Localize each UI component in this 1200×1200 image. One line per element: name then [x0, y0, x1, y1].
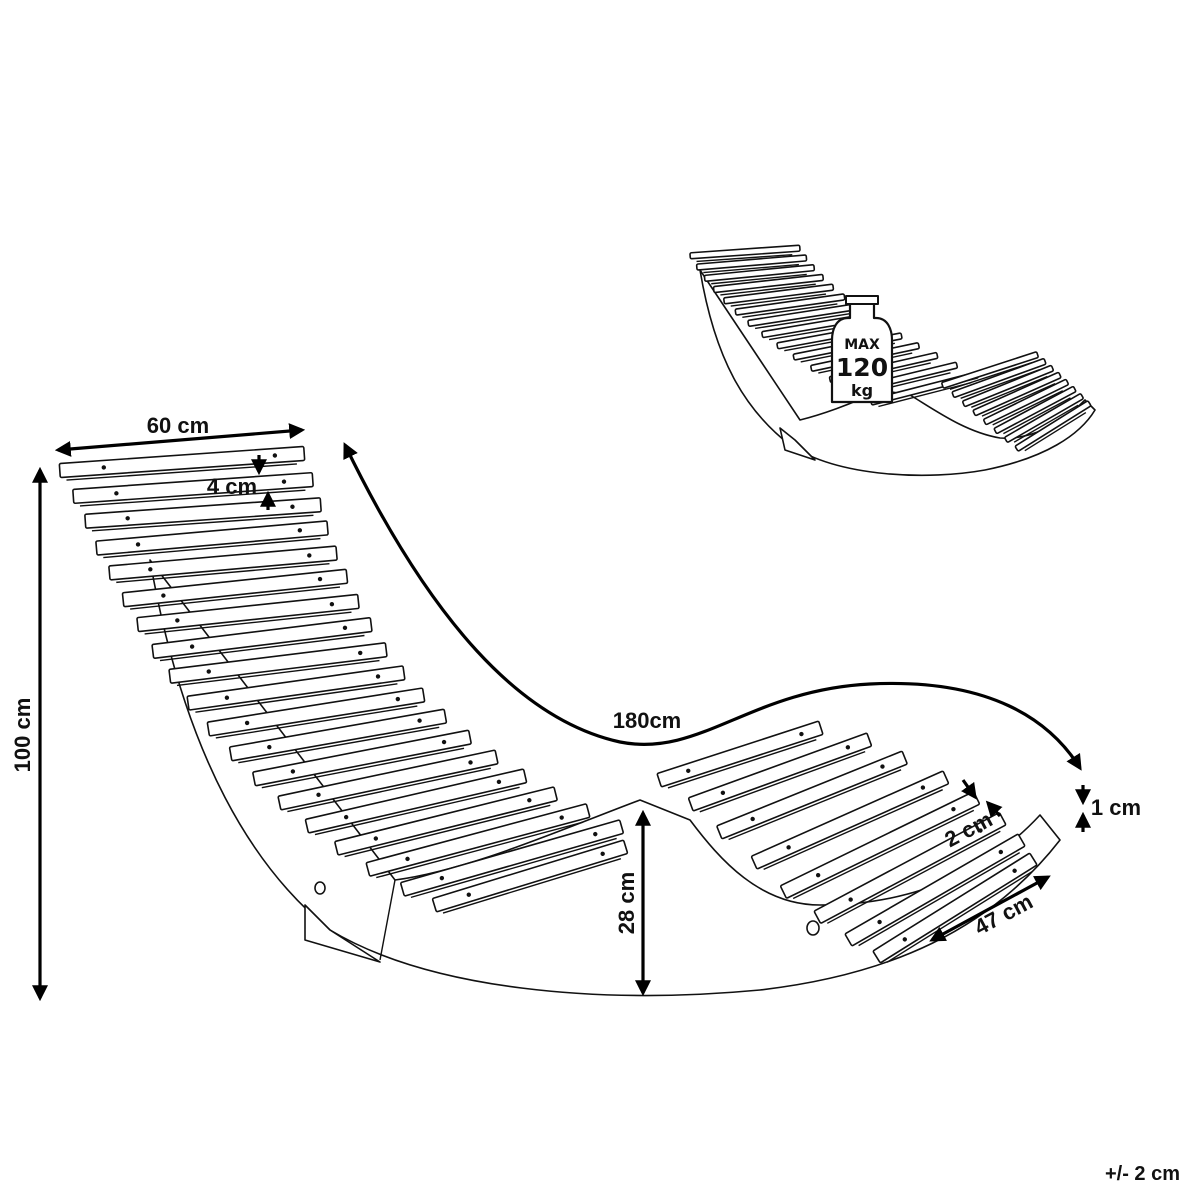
seat-height-label: 28 cm	[614, 872, 639, 934]
thumb-back-slat	[723, 283, 835, 307]
seat-slat	[750, 770, 950, 871]
thumb-slats	[689, 244, 1092, 452]
thumb-seat-slat	[951, 358, 1047, 400]
thumb-seat-slat	[983, 378, 1069, 426]
thumb-back-slat	[703, 263, 816, 285]
width-label: 60 cm	[147, 413, 209, 438]
back-slat	[334, 786, 558, 858]
thumb-back-slat	[695, 254, 808, 274]
back-slat	[304, 768, 528, 836]
weight-max-label: MAX	[844, 337, 880, 353]
dimension-labels: 60 cm 4 cm 100 cm 180cm 28 cm 2 cm 1 cm …	[10, 413, 1180, 1185]
slat-thickness-label: 1 cm	[1091, 795, 1141, 820]
weight-unit: kg	[851, 381, 873, 400]
back-slat	[108, 545, 338, 584]
thumb-back-slat	[689, 244, 801, 263]
frame-bolt	[806, 920, 820, 936]
thumb-seat-slat	[972, 371, 1062, 417]
thumb-seat-slat	[1004, 393, 1084, 443]
length-label: 180cm	[613, 708, 682, 733]
back-slat	[400, 819, 624, 899]
dimension-arrows	[32, 423, 1091, 1002]
thumb-back-slat	[734, 293, 846, 318]
weight-value: 120	[836, 353, 888, 382]
sun-lounger-drawing	[58, 445, 1061, 997]
frame-bolt	[314, 881, 326, 895]
height-label: 100 cm	[10, 698, 35, 773]
back-slat	[365, 803, 591, 879]
back-slat	[95, 520, 329, 559]
seat-slat	[780, 791, 980, 900]
slat-gap-arrow-top	[961, 779, 977, 800]
weight-icon: MAX 120 kg	[830, 295, 894, 404]
lounger-frame-inner	[379, 879, 396, 961]
length-arrow	[343, 442, 1082, 771]
tolerance-note: +/- 2 cm	[1105, 1163, 1180, 1185]
sun-lounger-thumbnail: MAX 120 kg	[689, 244, 1096, 477]
slat-width-label: 4 cm	[207, 474, 257, 499]
slat-gap-arrow-bottom	[985, 800, 1003, 818]
thumb-seat-slat	[941, 351, 1039, 390]
seat-slat	[813, 812, 1007, 924]
seat-slat	[716, 750, 908, 841]
thumb-back-slat	[712, 273, 825, 296]
seat-width-arrow	[929, 875, 1051, 942]
thumb-seat-slat	[962, 364, 1054, 408]
width-arrow	[54, 423, 306, 457]
lounger-frame-foot	[304, 904, 381, 963]
back-slat	[431, 839, 629, 914]
thumb-seat-slat	[993, 385, 1077, 435]
